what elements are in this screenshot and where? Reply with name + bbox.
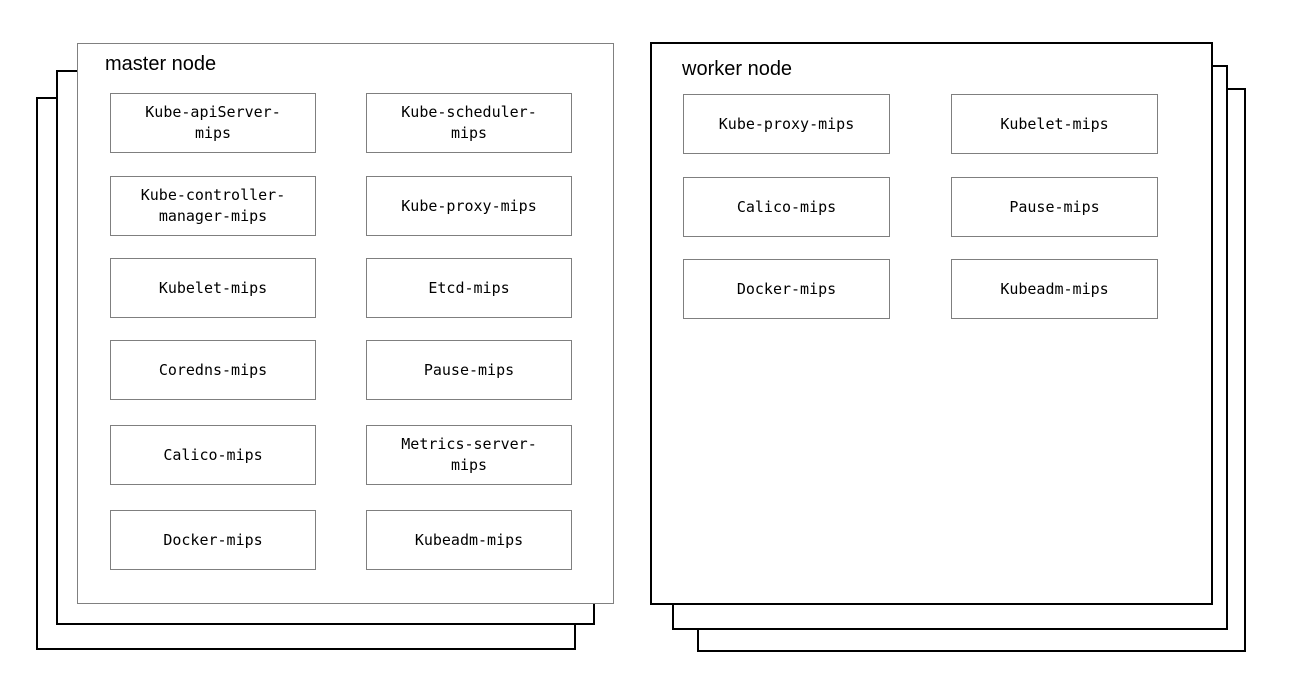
box-metrics-server-mips: Metrics-server- mips xyxy=(366,425,572,485)
box-kubelet-mips-master: Kubelet-mips xyxy=(110,258,316,318)
box-kube-apiserver-mips: Kube-apiServer- mips xyxy=(110,93,316,153)
box-calico-mips-master: Calico-mips xyxy=(110,425,316,485)
box-kubelet-mips-worker: Kubelet-mips xyxy=(951,94,1158,154)
master-node-panel: master node Kube-apiServer- mips Kube-sc… xyxy=(77,43,614,604)
box-etcd-mips: Etcd-mips xyxy=(366,258,572,318)
box-coredns-mips: Coredns-mips xyxy=(110,340,316,400)
box-kube-proxy-mips-worker: Kube-proxy-mips xyxy=(683,94,890,154)
box-docker-mips-worker: Docker-mips xyxy=(683,259,890,319)
box-kubeadm-mips-worker: Kubeadm-mips xyxy=(951,259,1158,319)
box-kube-proxy-mips-master: Kube-proxy-mips xyxy=(366,176,572,236)
box-kubeadm-mips-master: Kubeadm-mips xyxy=(366,510,572,570)
box-kube-scheduler-mips: Kube-scheduler- mips xyxy=(366,93,572,153)
box-pause-mips-master: Pause-mips xyxy=(366,340,572,400)
box-calico-mips-worker: Calico-mips xyxy=(683,177,890,237)
worker-node-title: worker node xyxy=(682,58,793,80)
box-kube-controller-manager-mips: Kube-controller- manager-mips xyxy=(110,176,316,236)
worker-node-panel: worker node Kube-proxy-mips Kubelet-mips… xyxy=(650,42,1213,605)
master-node-title: master node xyxy=(105,53,217,75)
box-pause-mips-worker: Pause-mips xyxy=(951,177,1158,237)
box-docker-mips-master: Docker-mips xyxy=(110,510,316,570)
